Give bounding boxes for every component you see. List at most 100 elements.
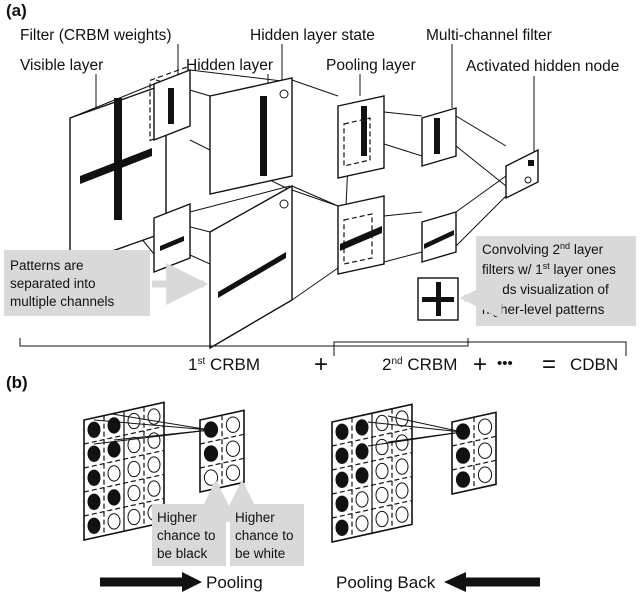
black-node	[87, 421, 101, 438]
white-node	[477, 442, 493, 459]
pooling-back-arrow: Pooling Back	[336, 572, 540, 592]
svg-text:chance to: chance to	[157, 528, 216, 543]
white-node	[225, 416, 241, 433]
ellipsis: •••	[497, 355, 513, 372]
panel-b-tag: (b)	[6, 373, 28, 392]
cdbn-label: CDBN	[570, 355, 618, 374]
black-node	[203, 445, 219, 462]
grid-line	[83, 497, 165, 517]
black-node	[107, 417, 121, 434]
label-activated-hidden-node: Activated hidden node	[466, 58, 619, 75]
svg-text:filters w/ 1st layer ones: filters w/ 1st layer ones	[482, 261, 616, 277]
label-hidden-layer-state: Hidden layer state	[250, 27, 375, 44]
svg-text:Higher: Higher	[235, 510, 275, 525]
black-node	[355, 467, 369, 484]
white-node	[127, 436, 141, 454]
white-node	[127, 460, 141, 478]
pooling-layer-top	[337, 95, 385, 179]
grid-line	[83, 449, 165, 469]
black-node	[335, 423, 349, 440]
second-crbm-label: 2nd CRBM	[382, 355, 457, 374]
black-node	[87, 517, 101, 534]
multi-channel-filter-top	[421, 107, 457, 167]
hidden-layer-bottom	[209, 184, 293, 350]
black-node	[335, 471, 349, 488]
hidden-layer-top	[209, 77, 293, 195]
black-node	[335, 519, 349, 536]
grid-line	[331, 499, 413, 519]
grid-line	[331, 475, 413, 495]
grid-line	[83, 473, 165, 493]
grid-right-small	[451, 411, 497, 495]
black-node	[87, 493, 101, 510]
filter-patch-bottom	[153, 202, 191, 274]
white-node	[107, 513, 121, 530]
note-higher-white: Higher chance to be white	[221, 479, 304, 566]
svg-text:Higher: Higher	[157, 510, 197, 525]
white-node	[375, 486, 389, 504]
black-node	[335, 447, 349, 464]
label-hidden-layer: Hidden layer	[186, 57, 273, 74]
svg-text:be white: be white	[235, 546, 285, 561]
white-node	[355, 515, 369, 532]
svg-text:separated into: separated into	[10, 276, 96, 291]
plus-sign-2: +	[473, 351, 487, 378]
white-node	[225, 464, 241, 481]
black-node	[355, 443, 369, 460]
pooling-connection-lines	[93, 413, 463, 447]
note-higher-black: Higher chance to be black	[152, 479, 237, 566]
multi-channel-filter-bottom	[421, 211, 457, 263]
white-node	[127, 508, 141, 526]
white-node	[147, 480, 161, 497]
white-node	[477, 418, 493, 435]
grid-right-big	[331, 403, 413, 543]
label-visible-layer: Visible layer	[20, 57, 103, 74]
crbm-brackets	[19, 338, 627, 356]
black-node	[107, 441, 121, 458]
white-node	[395, 506, 409, 523]
grid-line	[331, 451, 413, 471]
white-node	[127, 412, 141, 430]
svg-text:yields visualization of: yields visualization of	[482, 282, 609, 297]
white-node	[203, 469, 219, 486]
white-node	[375, 462, 389, 480]
white-node	[147, 456, 161, 473]
black-node	[455, 471, 471, 488]
black-node	[107, 489, 121, 506]
grid-line	[331, 427, 413, 447]
equation-row: 1st CRBM + 2nd CRBM + ••• = CDBN	[188, 351, 618, 378]
grid-left-small	[199, 409, 245, 493]
black-node	[335, 495, 349, 512]
first-crbm-label: 1st CRBM	[188, 355, 260, 374]
svg-text:Pooling: Pooling	[206, 573, 263, 592]
label-multi-channel-filter: Multi-channel filter	[426, 27, 552, 44]
black-node	[87, 445, 101, 462]
white-node	[395, 482, 409, 499]
white-node	[395, 434, 409, 451]
white-node	[127, 484, 141, 502]
grid-line	[83, 425, 165, 445]
filter-patch-top	[153, 68, 191, 142]
activated-hidden-node	[505, 148, 539, 200]
equals-sign: =	[542, 351, 556, 378]
black-node	[87, 469, 101, 486]
white-node	[107, 465, 121, 482]
label-pooling-layer: Pooling layer	[326, 57, 416, 74]
black-node	[355, 419, 369, 436]
pooling-layer-bottom	[337, 195, 385, 275]
svg-text:Pooling Back: Pooling Back	[336, 573, 436, 592]
pooling-arrow: Pooling	[100, 572, 263, 592]
white-node	[355, 491, 369, 508]
svg-text:be black: be black	[157, 546, 208, 561]
label-filter: Filter (CRBM weights)	[20, 27, 172, 44]
panel-a-tag: (a)	[6, 1, 27, 20]
white-node	[375, 510, 389, 528]
white-node	[477, 466, 493, 483]
white-node	[395, 458, 409, 475]
svg-text:Patterns are: Patterns are	[10, 258, 84, 273]
svg-text:Convolving 2nd layer: Convolving 2nd layer	[482, 241, 604, 257]
white-node	[375, 438, 389, 456]
black-node	[455, 447, 471, 464]
plus-sign: +	[314, 351, 328, 378]
white-node	[225, 440, 241, 457]
